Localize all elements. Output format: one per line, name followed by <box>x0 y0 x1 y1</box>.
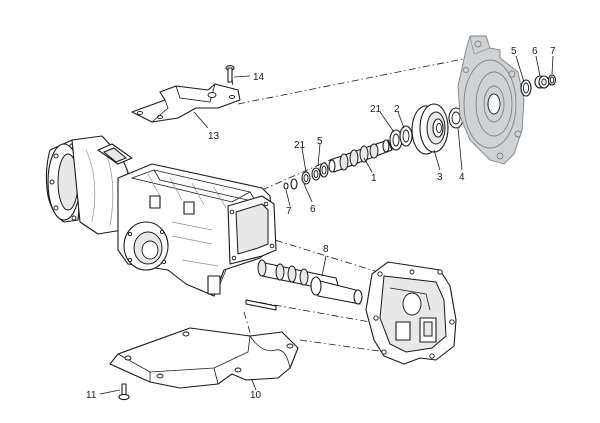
callout-5-left: 5 <box>317 136 323 147</box>
part-rings-2-21 <box>389 125 413 151</box>
part-mainshaft-1 <box>328 139 393 173</box>
callout-5-top: 5 <box>511 46 517 57</box>
callout-14: 14 <box>253 72 265 83</box>
part-washers-left <box>283 162 329 190</box>
callout-3: 3 <box>437 172 443 183</box>
part-pin <box>245 299 277 311</box>
callout-10: 10 <box>250 390 262 401</box>
part-rings-5-6-7-right <box>520 74 557 97</box>
part-transaxle-housing <box>45 135 277 297</box>
callout-21-right: 21 <box>370 104 382 115</box>
callout-1: 1 <box>371 173 377 184</box>
part-rear-cover <box>457 35 525 165</box>
part-mount-bracket-10 <box>109 327 299 389</box>
part-bolt-11 <box>118 383 130 401</box>
callout-2: 2 <box>394 104 400 115</box>
leader-lines <box>99 55 554 395</box>
callout-7-left: 7 <box>286 206 292 217</box>
part-pulley-3 <box>411 103 449 155</box>
part-output-shaft-8 <box>257 259 363 305</box>
callout-8: 8 <box>323 244 329 255</box>
callout-4: 4 <box>459 172 465 183</box>
part-bolt-14 <box>225 65 235 83</box>
callout-13: 13 <box>208 131 220 142</box>
callout-6-top: 6 <box>532 46 538 57</box>
callout-6-left: 6 <box>310 204 316 215</box>
callout-11: 11 <box>86 390 97 401</box>
callout-labels: 14 13 5 6 7 21 2 21 5 1 3 4 7 6 8 10 11 <box>86 46 556 401</box>
part-bracket-13 <box>131 83 241 123</box>
callout-7-top: 7 <box>550 46 556 57</box>
callout-21-left: 21 <box>294 140 306 151</box>
part-rear-case-cover <box>365 261 457 365</box>
